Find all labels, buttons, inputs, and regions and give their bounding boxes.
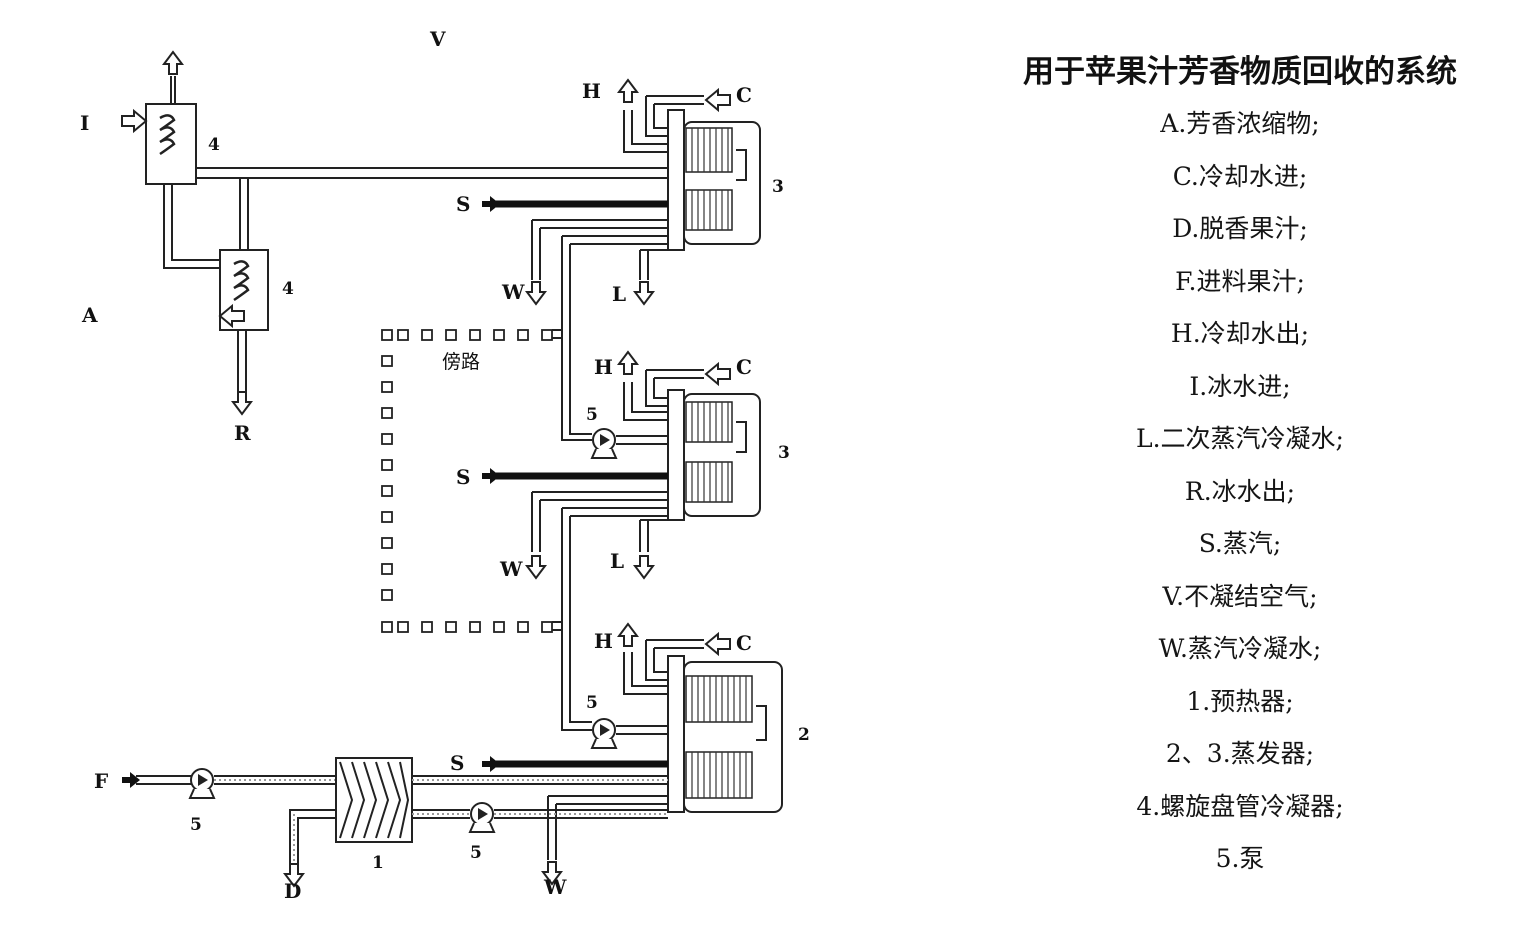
label-W-bottom: W: [543, 875, 567, 899]
label-V: V: [429, 27, 446, 51]
label-5-preheater: 5: [470, 843, 482, 863]
transfer-pipes: [552, 236, 592, 731]
legend-item: D.脱香果汁;: [1172, 214, 1308, 243]
legend-item: L.二次蒸汽冷凝水;: [1136, 424, 1344, 453]
label-2: 2: [798, 725, 810, 745]
spiral-condenser-top: [121, 51, 197, 185]
legend-item: C.冷却水进;: [1172, 161, 1308, 191]
evaporator-3-top: [482, 79, 761, 305]
label-H-top: H: [582, 79, 601, 103]
legend-item: 1.预热器;: [1186, 686, 1294, 716]
label-A: A: [81, 303, 98, 327]
label-I: I: [80, 111, 89, 135]
legend-item: A.芳香浓缩物;: [1160, 109, 1320, 138]
spiral-condenser-lower: [219, 249, 269, 415]
label-3-top: 3: [772, 177, 784, 197]
label-F: F: [94, 769, 108, 793]
label-S-mid: S: [456, 465, 470, 489]
label-W-mid: W: [499, 557, 523, 581]
legend-item: H.冷却水出;: [1170, 319, 1310, 348]
legend-item: 5.泵: [1215, 844, 1265, 873]
evaporator-2: [482, 623, 783, 885]
legend-item: 2、3.蒸发器;: [1165, 739, 1315, 768]
legend-title: 用于苹果汁芳香物质回收的系统: [1023, 54, 1457, 90]
preheater: [122, 757, 668, 887]
legend: 用于苹果汁芳香物质回收的系统 A.芳香浓缩物; C.冷却水进; D.脱香果汁; …: [980, 52, 1500, 886]
label-3-mid: 3: [778, 443, 790, 463]
legend-item: S.蒸汽;: [1198, 529, 1282, 558]
legend-item: 4.螺旋盘管冷凝器;: [1136, 791, 1344, 821]
legend-item: W.蒸汽冷凝水;: [1158, 634, 1322, 663]
legend-item: I.冰水进;: [1189, 371, 1291, 401]
label-5-mid: 5: [586, 405, 598, 425]
label-C-bottom: C: [736, 631, 752, 655]
label-L-top: L: [612, 282, 626, 306]
diagram-labels: V I 4 4 A R H C 3 S W L 傍路 H C 5 3 S W L…: [80, 27, 810, 903]
label-bypass: 傍路: [442, 351, 480, 373]
label-5-bottom: 5: [586, 693, 598, 713]
bypass-line: [381, 329, 553, 633]
legend-item: V.不凝结空气;: [1162, 581, 1318, 611]
legend-item: R.冰水出;: [1184, 476, 1296, 506]
label-W-top: W: [501, 280, 525, 304]
label-4-lower: 4: [282, 279, 294, 299]
label-S-top: S: [456, 192, 470, 216]
label-H-mid: H: [594, 355, 613, 379]
label-R: R: [234, 421, 251, 445]
label-L-mid: L: [610, 549, 624, 573]
legend-item: F.进料果汁;: [1175, 266, 1305, 296]
vapor-pipes-top: [163, 167, 668, 269]
label-D: D: [284, 879, 301, 903]
process-diagram: V I 4 4 A R H C 3 S W L 傍路 H C 5 3 S W L…: [80, 27, 810, 903]
label-C-top: C: [736, 83, 752, 107]
label-H-bottom: H: [594, 629, 613, 653]
label-1: 1: [372, 853, 384, 873]
label-S-bottom: S: [450, 751, 464, 775]
evaporator-3-middle: [482, 351, 761, 579]
label-5-feed: 5: [190, 815, 202, 835]
label-C-mid: C: [736, 355, 752, 379]
label-4-top: 4: [208, 135, 220, 155]
